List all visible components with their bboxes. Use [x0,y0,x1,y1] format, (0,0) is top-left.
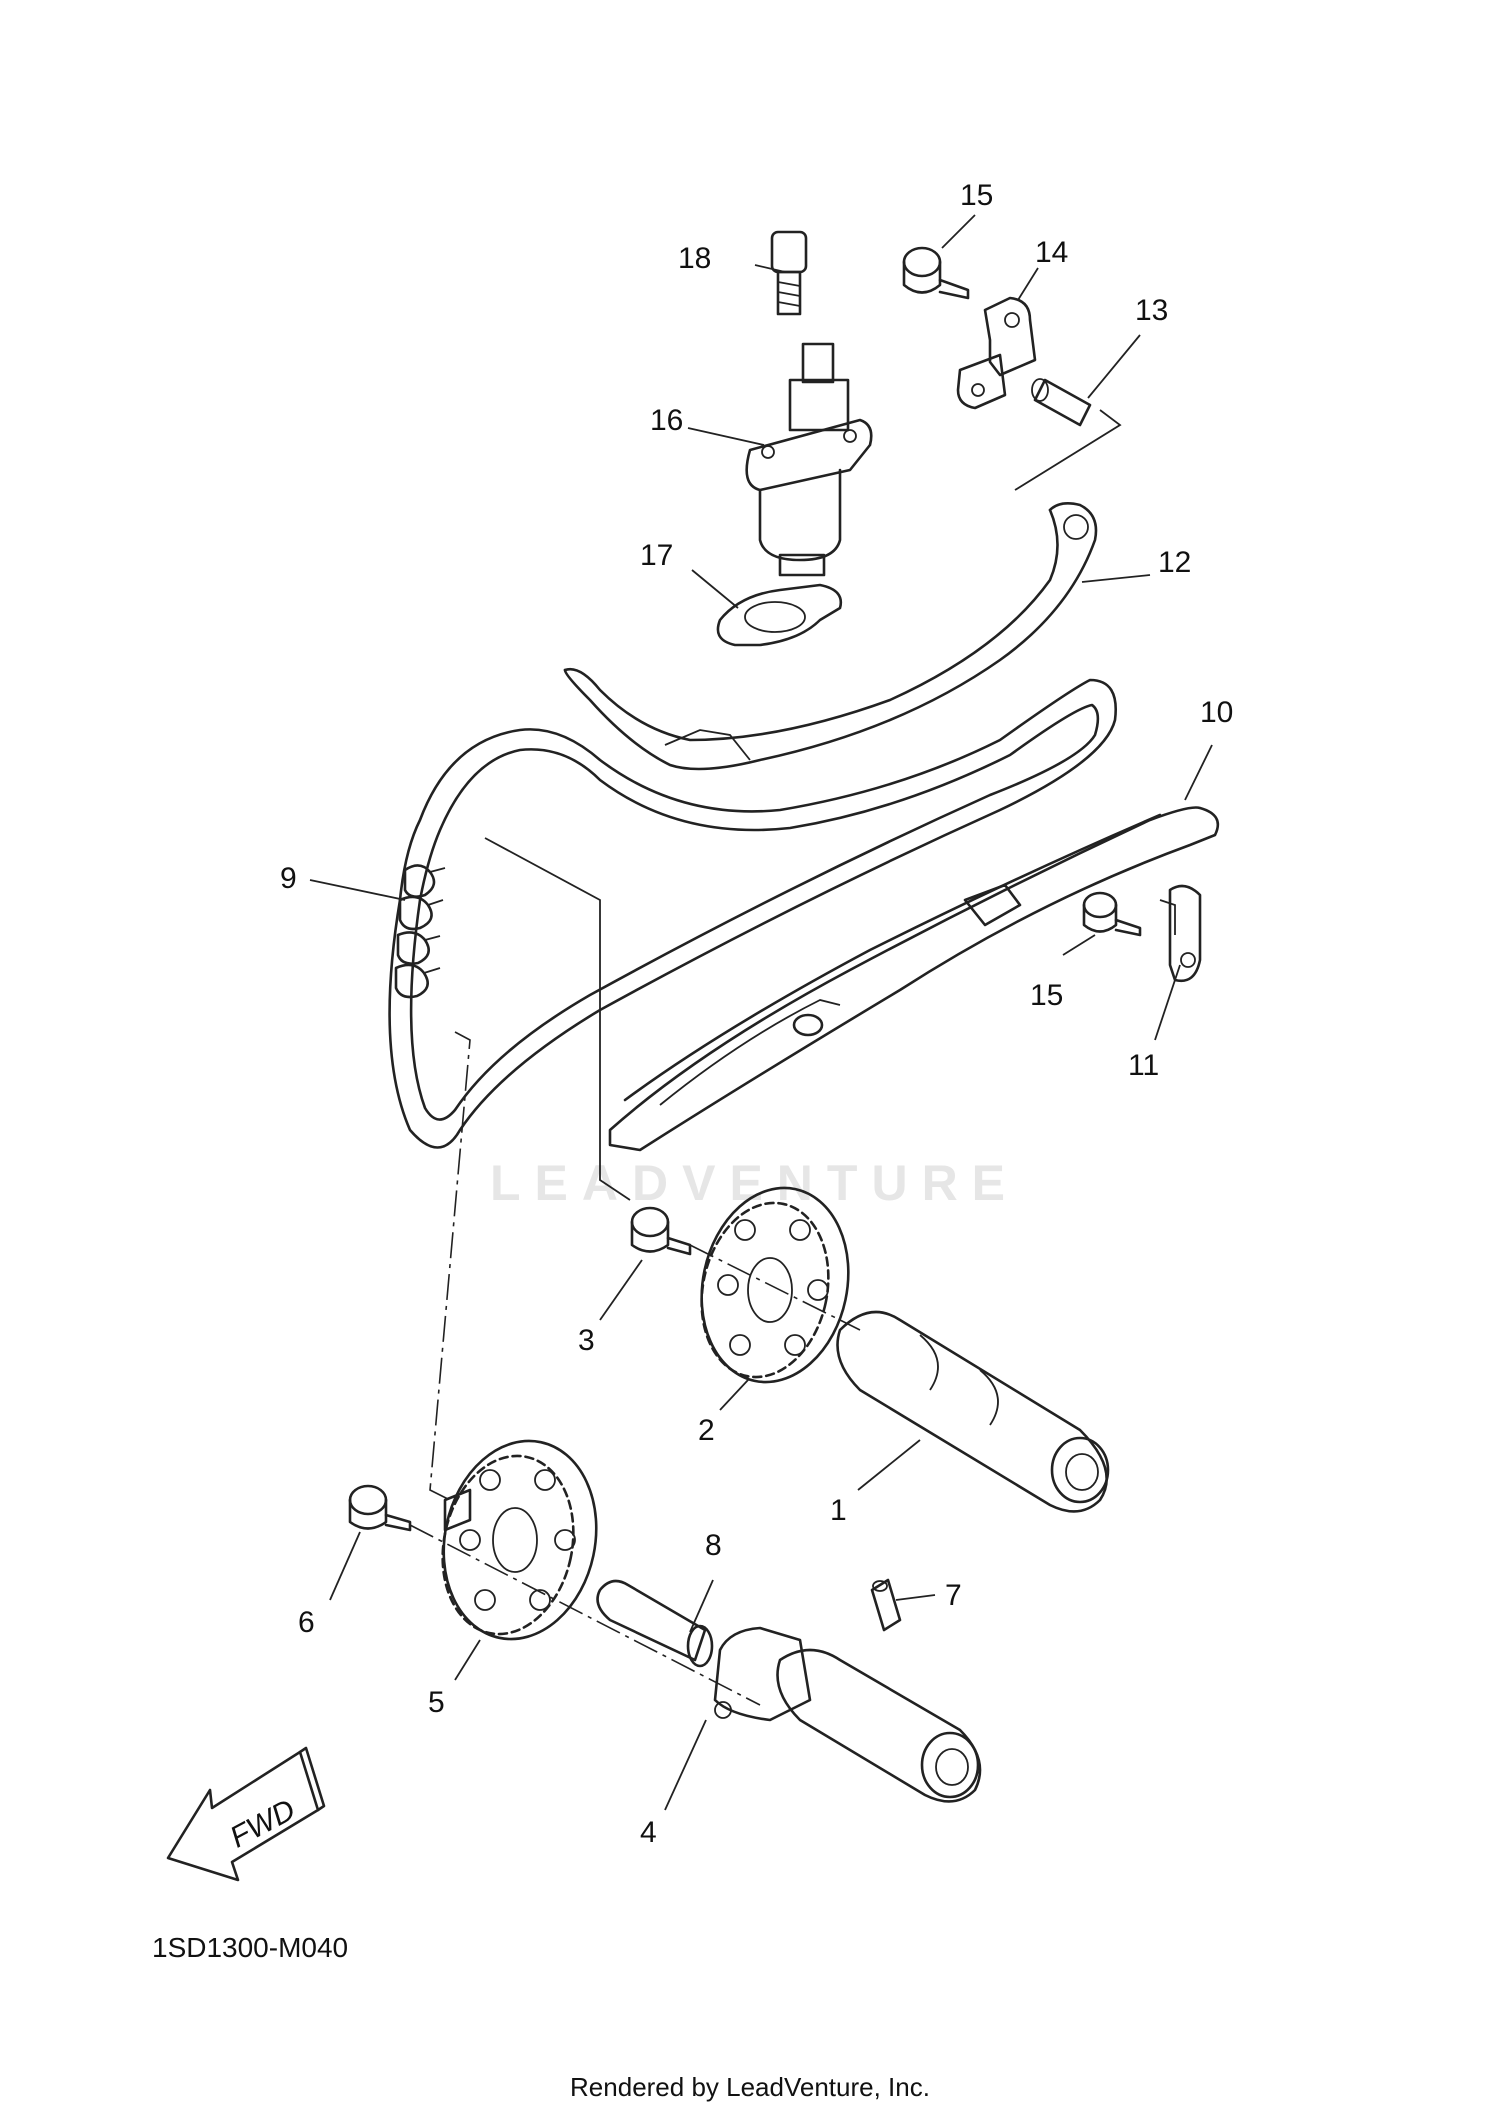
callout-5: 5 [428,1686,445,1719]
callout-11: 11 [1128,1049,1159,1082]
callout-6: 6 [298,1606,315,1639]
part-6-bolt [348,1484,412,1532]
diagram-code: 1SD1300-M040 [152,1932,349,1963]
footer-credit: Rendered by LeadVenture, Inc. [570,2072,930,2102]
part-4-camshaft [713,1626,982,1803]
fwd-arrow-icon: FWD [166,1746,326,1882]
callout-7: 7 [945,1579,962,1612]
connector-chain-to-sprocket-5 [429,1031,471,1501]
part-14-bracket [956,296,1037,410]
part-3-bolt [630,1206,692,1256]
part-2-cam-sprocket [700,1186,850,1384]
chain-links-detail [394,864,446,999]
callout-14: 14 [1035,236,1068,269]
callout-2: 2 [698,1414,715,1447]
callout-8: 8 [705,1529,722,1562]
part-1-camshaft [836,1310,1110,1513]
part-9-timing-chain [388,678,1118,1149]
part-10-chain-guide [608,806,1220,1152]
callout-3: 3 [578,1324,595,1357]
callout-12: 12 [1158,546,1191,579]
part-7-pin [870,1578,902,1632]
callout-15-top: 15 [960,179,993,212]
callout-labels: 1 2 3 4 5 6 7 8 9 10 11 12 13 14 15 15 1… [280,179,1233,1849]
part-15-bolt-right [1082,891,1142,937]
callout-9: 9 [280,862,297,895]
fwd-label: FWD [225,1793,301,1854]
callout-18: 18 [678,242,711,275]
callout-13: 13 [1135,294,1168,327]
connector-chain-to-sprocket-2 [484,837,631,1201]
callout-17: 17 [640,539,673,572]
connector-guide-to-pin [1014,409,1122,491]
centerline-sprocket-2 [689,1244,861,1331]
callout-16: 16 [650,404,683,437]
part-5-cam-sprocket [441,1439,598,1641]
part-11-bracket [1159,884,1202,983]
part-8-shaft [596,1579,714,1668]
callout-4: 4 [640,1816,657,1849]
leader-lines [309,214,1213,1811]
callout-1: 1 [830,1494,847,1527]
callout-10: 10 [1200,696,1233,729]
part-16-tensioner [745,342,873,577]
part-12-chain-guide [563,502,1098,771]
centerline-sprocket-5 [409,1524,761,1706]
watermark-text: LEADVENTURE [490,1155,1019,1211]
part-17-gasket [716,583,843,647]
part-15-bolt-top [902,246,970,300]
part-13-pin [1031,378,1092,427]
part-18-bolt [770,230,808,316]
callout-15-right: 15 [1030,979,1063,1012]
